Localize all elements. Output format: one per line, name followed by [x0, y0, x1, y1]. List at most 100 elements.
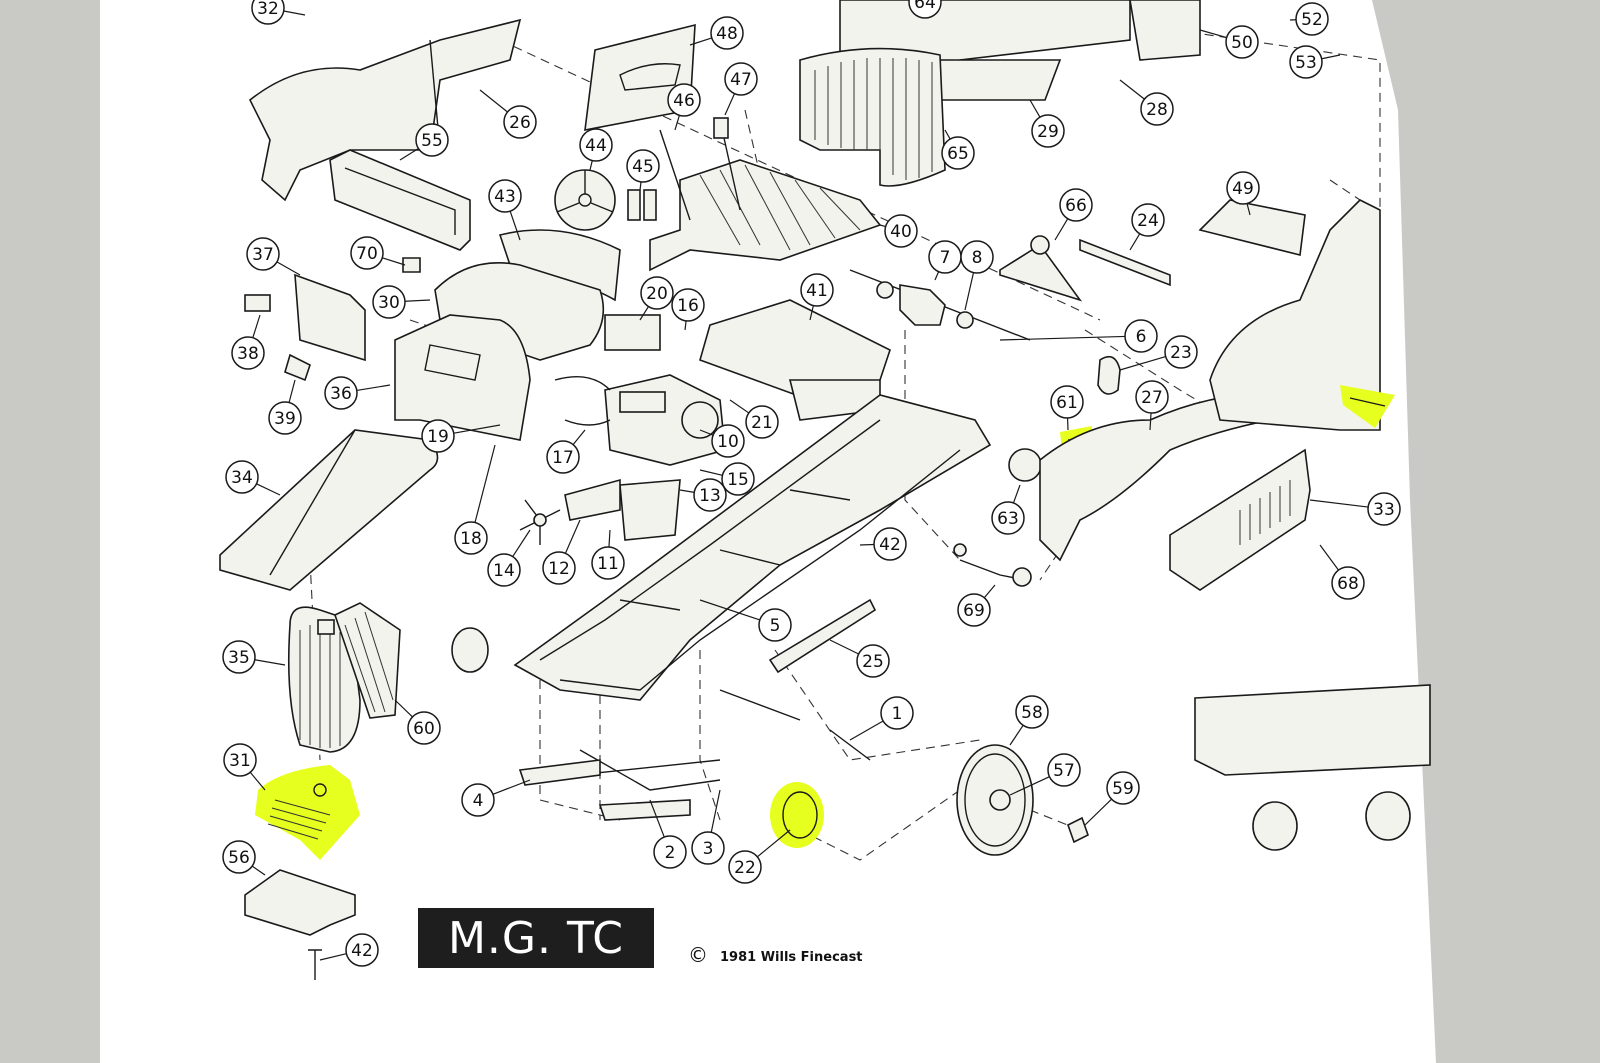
callout-circle	[873, 527, 907, 561]
callout-leader	[756, 829, 791, 858]
highlight-splash-plate	[255, 765, 360, 860]
callout-31: 31	[223, 743, 266, 791]
callout-circle	[728, 850, 762, 884]
callout-number: 63	[997, 509, 1019, 529]
callout-25: 25	[829, 639, 890, 678]
callout-number: 59	[1112, 779, 1134, 799]
callout-leader	[256, 483, 281, 496]
callout-30: 30	[372, 285, 431, 319]
callout-number: 22	[734, 858, 756, 878]
callout-leader	[479, 89, 508, 113]
title-plate-bg	[418, 908, 654, 968]
callout-circle	[324, 376, 358, 410]
callout-leader	[1029, 99, 1041, 118]
callout-circle	[908, 0, 942, 19]
callout-leader	[512, 529, 531, 557]
callout-circle	[488, 179, 522, 213]
callout-number: 39	[274, 409, 296, 429]
callout-circle	[372, 285, 406, 319]
callout-leader	[1199, 29, 1227, 39]
callout-69: 69	[957, 584, 996, 627]
callout-53: 53	[1289, 45, 1341, 79]
callout-number: 31	[229, 751, 251, 771]
callout-number: 41	[806, 281, 828, 301]
callout-number: 42	[351, 941, 373, 961]
callout-leader	[1012, 484, 1021, 504]
callout-leader	[564, 519, 581, 554]
callout-24: 24	[1129, 203, 1165, 251]
callout-number: 12	[548, 559, 570, 579]
callout-number: 58	[1021, 703, 1043, 723]
callout-17: 17	[546, 429, 586, 474]
callout-circle	[1015, 695, 1049, 729]
callout-leader	[1321, 54, 1341, 60]
callout-circle	[407, 711, 441, 745]
callout-52: 52	[1289, 2, 1329, 36]
callout-leader	[649, 799, 665, 838]
callout-leader	[1009, 776, 1050, 796]
callout-18: 18	[454, 444, 496, 555]
callout-leader	[879, 224, 886, 228]
callout-circle	[957, 593, 991, 627]
callout-number: 70	[356, 244, 378, 264]
callout-leader	[382, 257, 406, 266]
callout-circle	[884, 214, 918, 248]
callout-circle	[503, 105, 537, 139]
callout-leader	[724, 93, 736, 116]
callout-number: 1	[892, 704, 903, 724]
callout-leader	[1246, 203, 1251, 216]
callout-50: 50	[1199, 25, 1259, 59]
part-exhaust	[768, 598, 877, 674]
callout-leader	[999, 335, 1126, 341]
callout-leader	[729, 399, 750, 414]
callout-36: 36	[324, 376, 391, 410]
callout-number: 24	[1137, 211, 1159, 231]
highlight-tail-lamp	[1340, 385, 1395, 428]
callout-circle	[1131, 203, 1165, 237]
callout-circle	[415, 123, 449, 157]
callout-48: 48	[689, 16, 744, 50]
callout-leader	[572, 429, 586, 445]
callout-22: 22	[728, 829, 791, 884]
callout-number: 7	[940, 248, 951, 268]
callout-19: 19	[421, 419, 501, 453]
callout-circle	[724, 62, 758, 96]
callout-number: 19	[427, 427, 449, 447]
callout-leader	[639, 306, 649, 321]
callout-leader	[251, 865, 266, 876]
callout-circle	[941, 136, 975, 170]
callout-leader	[1084, 798, 1112, 826]
callout-leader	[474, 444, 496, 523]
callout-leader	[252, 314, 261, 338]
callout-66: 66	[1054, 188, 1093, 241]
callout-number: 47	[730, 70, 752, 90]
callout-43: 43	[488, 179, 522, 241]
callout-6: 6	[999, 319, 1158, 353]
part-tool-box	[294, 273, 366, 362]
callout-leader	[276, 261, 301, 276]
callout-55: 55	[399, 123, 449, 161]
callout-circle	[268, 401, 302, 435]
callout-circle	[1031, 114, 1065, 148]
callout-leader	[394, 699, 413, 718]
callout-leader	[1309, 499, 1369, 508]
callout-34: 34	[225, 460, 281, 496]
callout-circle	[542, 551, 576, 585]
callout-circle	[421, 419, 455, 453]
callout-68: 68	[1319, 544, 1365, 600]
callout-circle	[640, 276, 674, 310]
callout-number: 44	[585, 136, 607, 156]
callout-number: 68	[1337, 574, 1359, 594]
callout-49: 49	[1226, 171, 1260, 216]
callout-circle	[246, 237, 280, 271]
callout-circle	[345, 933, 379, 967]
callout-23: 23	[1119, 335, 1198, 371]
callout-number: 34	[231, 468, 253, 488]
callout-leader	[944, 129, 951, 140]
highlight-brake-drum	[770, 782, 824, 848]
callout-circle	[1295, 2, 1329, 36]
callout-42: 42	[859, 527, 907, 561]
callout-number: 43	[494, 187, 516, 207]
part-rear-body	[1198, 199, 1306, 256]
callout-number: 42	[879, 535, 901, 555]
